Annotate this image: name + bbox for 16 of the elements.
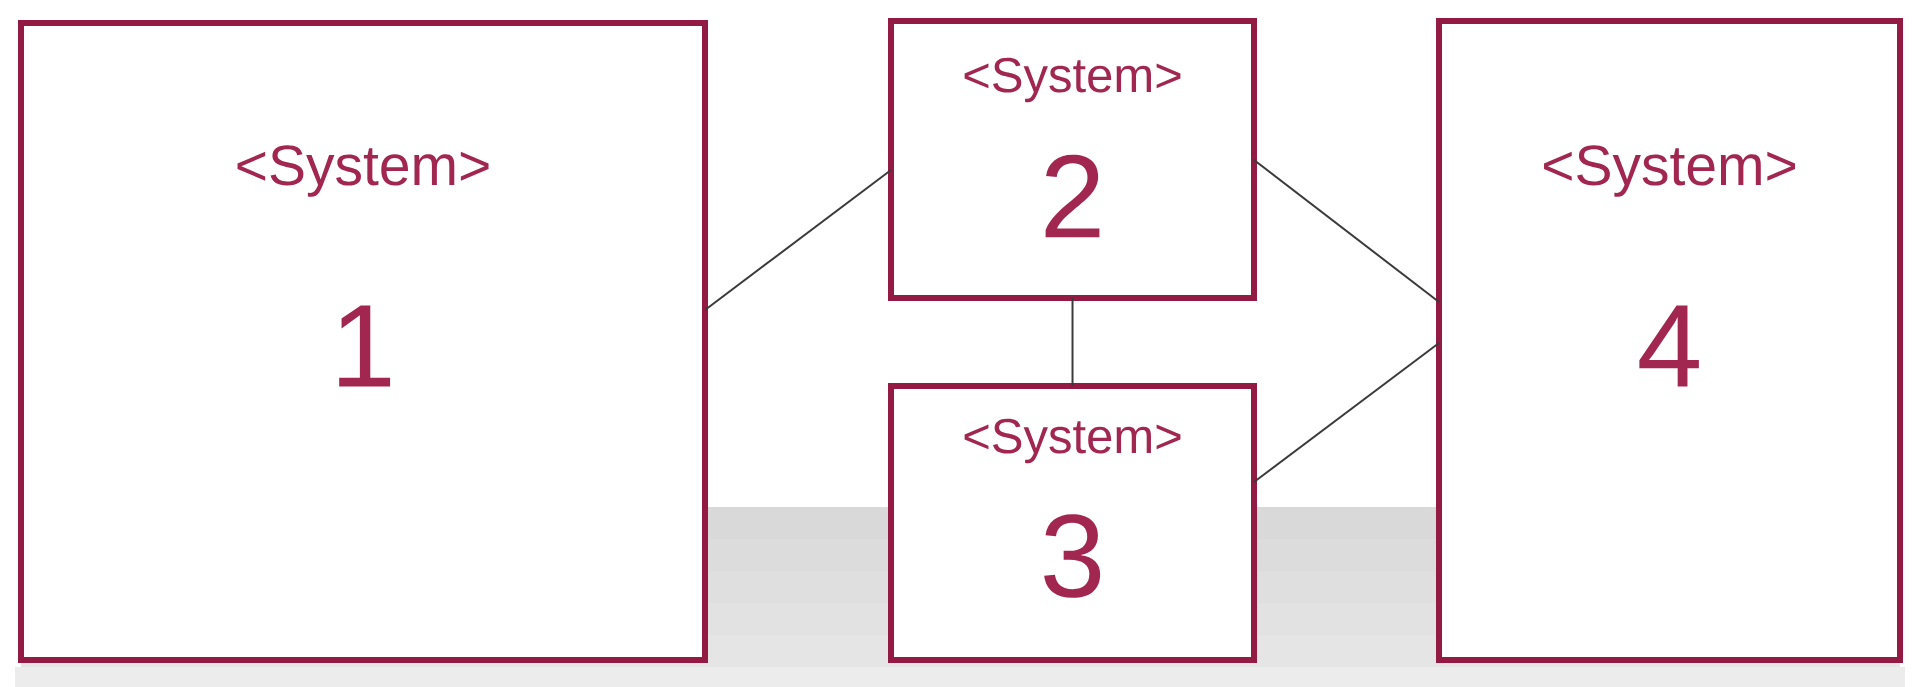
connector-line (1253, 342, 1440, 483)
system-box (18, 20, 708, 663)
box-heading: <System> (964, 418, 1181, 464)
connector-line (1071, 297, 1074, 387)
box-heading: <System> (1544, 145, 1795, 197)
system-box (1436, 18, 1903, 663)
system-box (888, 383, 1257, 663)
system-box (888, 18, 1257, 301)
box-number: 1 (339, 305, 391, 387)
box-number: 2 (1045, 154, 1100, 238)
box-heading: <System> (237, 145, 489, 197)
box-number: 4 (1639, 305, 1699, 387)
box-number: 3 (1044, 514, 1101, 598)
connector-line (704, 169, 892, 311)
connector-line (1253, 159, 1440, 303)
box-heading: <System> (964, 57, 1181, 103)
